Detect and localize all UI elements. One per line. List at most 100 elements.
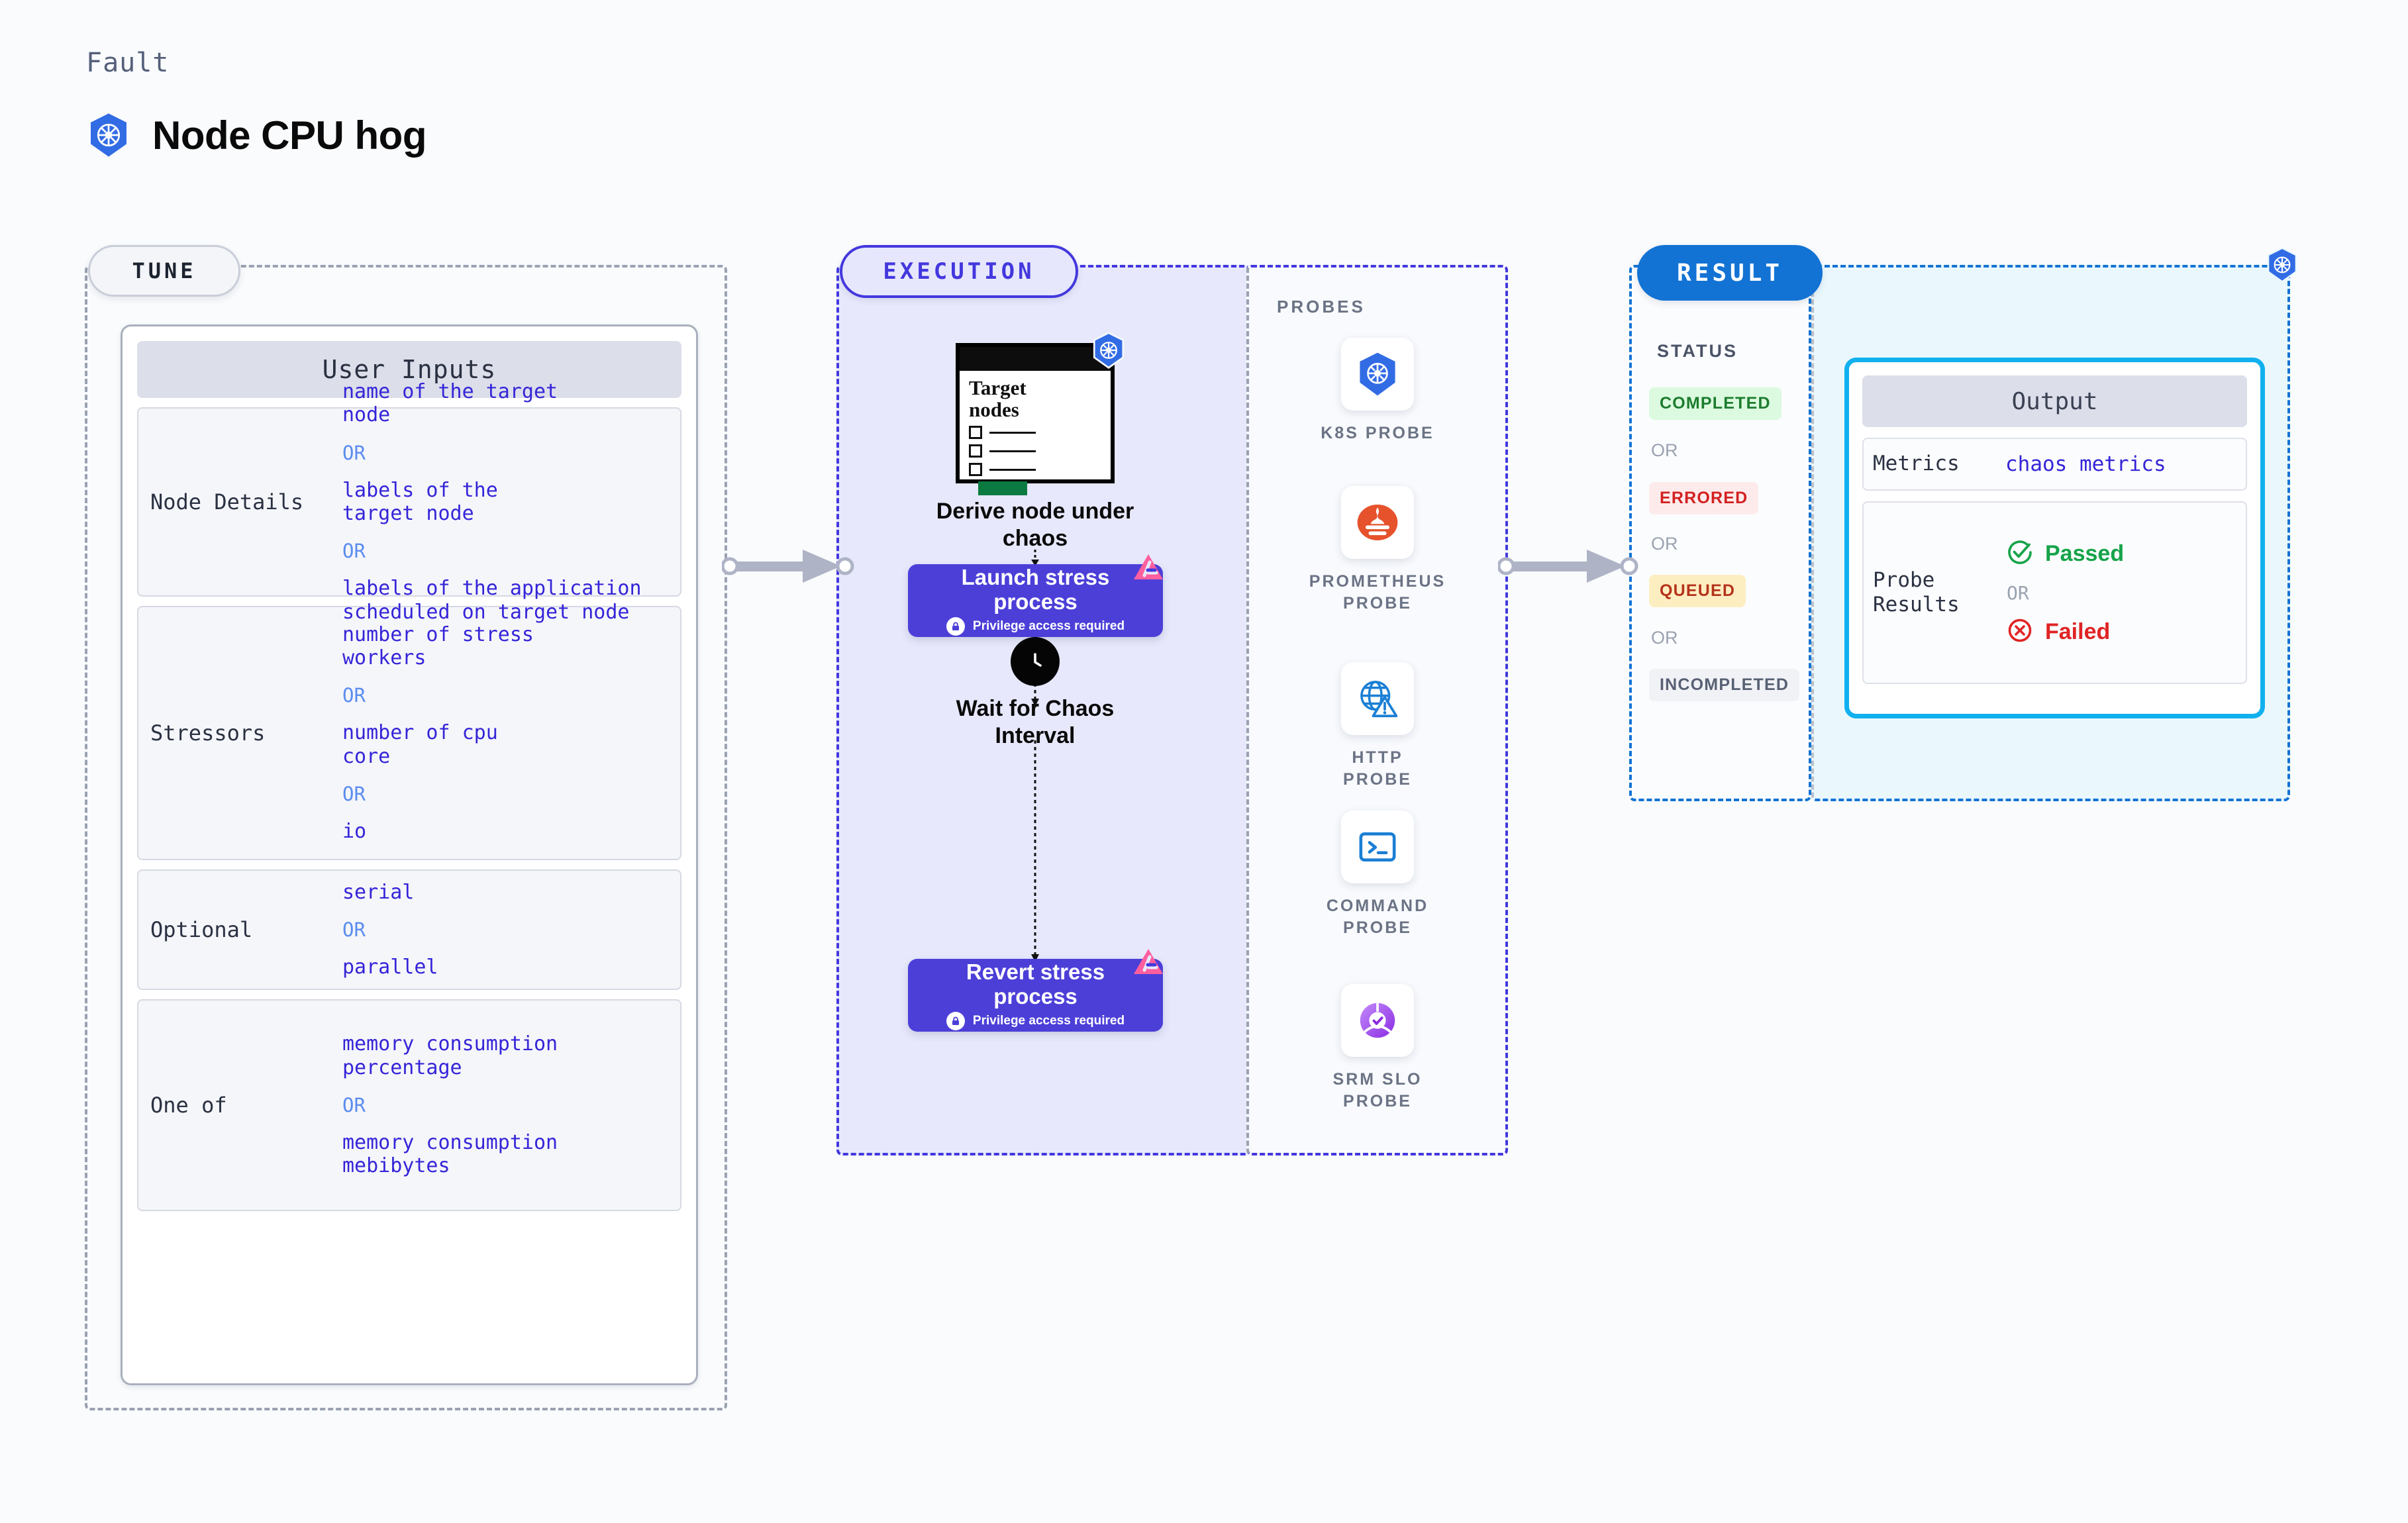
window-title: Target nodes — [969, 376, 1027, 421]
kubernetes-icon — [1089, 331, 1128, 373]
row-values: name of the target node OR labels of the… — [342, 380, 674, 624]
output-row-probe-results[interactable]: Probe Results Passed OR — [1862, 501, 2247, 684]
row-label: Stressors — [150, 720, 266, 746]
user-inputs-title: User Inputs — [137, 341, 681, 398]
globe-warning-icon — [1341, 662, 1414, 735]
row-option: labels of the target node — [342, 478, 498, 525]
step-launch-stress-process[interactable]: Launch stress process Privilege access r… — [908, 554, 1163, 637]
placeholder-line — [989, 450, 1036, 452]
step-caption-derive: Derive node under chaos — [936, 499, 1134, 552]
output-row-metrics[interactable]: Metrics chaos metrics — [1862, 438, 2247, 491]
probes-title: PROBES — [1277, 297, 1366, 317]
status-badge-incompleted: INCOMPLETED — [1649, 669, 1800, 701]
probe-prometheus[interactable]: PROMETHEUS PROBE — [1309, 486, 1444, 614]
metrics-value: chaos metrics — [2005, 452, 2166, 476]
tune-row-optional[interactable]: Optional serial OR parallel — [137, 869, 681, 990]
row-option: memory consumption mebibytes — [342, 1131, 558, 1178]
step-subtitle: Privilege access required — [972, 618, 1125, 633]
row-option: number of cpu core — [342, 721, 498, 768]
tune-region — [85, 265, 727, 1410]
status-separator: OR — [1651, 534, 1678, 554]
failed-label: Failed — [2045, 618, 2111, 644]
row-option: io — [342, 820, 367, 844]
tune-pill[interactable]: TUNE — [88, 245, 240, 297]
row-option: labels of the application scheduled on t… — [342, 577, 642, 624]
row-separator: OR — [342, 1094, 366, 1116]
connector-execution-to-result — [1497, 543, 1640, 593]
step-subtitle-row: Privilege access required — [946, 1011, 1125, 1030]
step-subtitle-row: Privilege access required — [946, 616, 1125, 636]
row-values: memory consumption percentage OR memory … — [342, 1032, 674, 1178]
status-badge-queued: QUEUED — [1649, 575, 1746, 607]
litmus-icon — [1130, 553, 1167, 588]
lock-icon — [946, 616, 965, 636]
list-item — [969, 444, 1111, 458]
row-separator: OR — [342, 684, 366, 707]
flow-arrow — [1029, 740, 1041, 966]
step-title: Launch stress process — [961, 565, 1110, 614]
tune-row-one-of[interactable]: One of memory consumption percentage OR … — [137, 999, 681, 1211]
execution-pill[interactable]: EXECUTION — [840, 245, 1078, 298]
result-pill[interactable]: RESULT — [1637, 245, 1823, 301]
prometheus-icon — [1341, 486, 1414, 559]
lock-icon — [946, 1011, 965, 1030]
row-separator: OR — [342, 441, 366, 464]
placeholder-line — [989, 468, 1036, 471]
probe-label: PROMETHEUS PROBE — [1309, 572, 1446, 613]
page-title: Node CPU hog — [152, 113, 426, 158]
probe-command[interactable]: COMMAND PROBE — [1318, 811, 1437, 938]
execution-flow: Target nodes Derive node under chaos — [836, 265, 1250, 1155]
window-checklist — [960, 420, 1111, 496]
probe-label: HTTP PROBE — [1343, 748, 1412, 789]
clock-icon — [1011, 637, 1060, 686]
tune-row-stressors[interactable]: Stressors number of stress workers OR nu… — [137, 606, 681, 860]
passed-label: Passed — [2045, 540, 2125, 566]
row-option: serial — [342, 880, 415, 904]
row-separator: OR — [342, 783, 366, 806]
x-circle-icon — [2005, 616, 2034, 648]
submit-bar — [978, 481, 1027, 496]
probe-k8s[interactable]: K8S PROBE — [1318, 338, 1437, 444]
row-label: Node Details — [150, 489, 304, 515]
row-label: One of — [150, 1093, 227, 1118]
litmus-icon — [1130, 948, 1167, 983]
user-inputs-card: User Inputs Node Details name of the tar… — [121, 324, 698, 1385]
row-values: number of stress workers OR number of cp… — [342, 623, 674, 844]
probe-label: SRM SLO PROBE — [1332, 1070, 1423, 1110]
probe-srm-slo[interactable]: SRM SLO PROBE — [1318, 984, 1437, 1112]
terminal-icon — [1341, 811, 1414, 883]
step-subtitle: Privilege access required — [972, 1013, 1125, 1028]
status-separator: OR — [1651, 440, 1678, 460]
result-region — [1629, 265, 1811, 801]
row-label: Optional — [150, 917, 253, 942]
slo-gauge-icon — [1341, 984, 1414, 1057]
probe-label: K8S PROBE — [1321, 424, 1434, 442]
row-option: number of stress workers — [342, 622, 534, 669]
step-revert-stress-process[interactable]: Revert stress process Privilege access r… — [908, 949, 1163, 1032]
tune-row-node-details[interactable]: Node Details name of the target node OR … — [137, 380, 681, 624]
checkbox-icon — [969, 463, 982, 477]
probe-result-failed: Failed — [2005, 616, 2124, 648]
output-card: Output Metrics chaos metrics Probe Resul… — [1844, 358, 2265, 718]
row-option: parallel — [342, 956, 438, 979]
row-separator: OR — [342, 540, 366, 563]
step-caption-wait: Wait for Chaos Interval — [956, 696, 1115, 749]
page-kicker: Fault — [86, 48, 170, 78]
row-option: memory consumption percentage — [342, 1032, 558, 1079]
flow-arrow — [1029, 550, 1041, 570]
connector-tune-to-execution — [721, 543, 854, 593]
status-badge-errored: ERRORED — [1649, 482, 1759, 515]
probe-result-passed: Passed — [2005, 538, 2124, 570]
row-label: Probe Results — [1873, 567, 1960, 616]
probe-label: COMMAND PROBE — [1326, 897, 1429, 937]
list-item — [969, 463, 1111, 477]
status-separator: OR — [1651, 628, 1678, 648]
row-option: name of the target node — [342, 379, 558, 427]
checkbox-icon — [969, 444, 982, 458]
status-badge-completed: COMPLETED — [1649, 387, 1781, 420]
probe-http[interactable]: HTTP PROBE — [1318, 662, 1437, 790]
kubernetes-icon — [85, 111, 132, 159]
output-title: Output — [1862, 375, 2247, 427]
page-title-row: Node CPU hog — [85, 111, 426, 159]
